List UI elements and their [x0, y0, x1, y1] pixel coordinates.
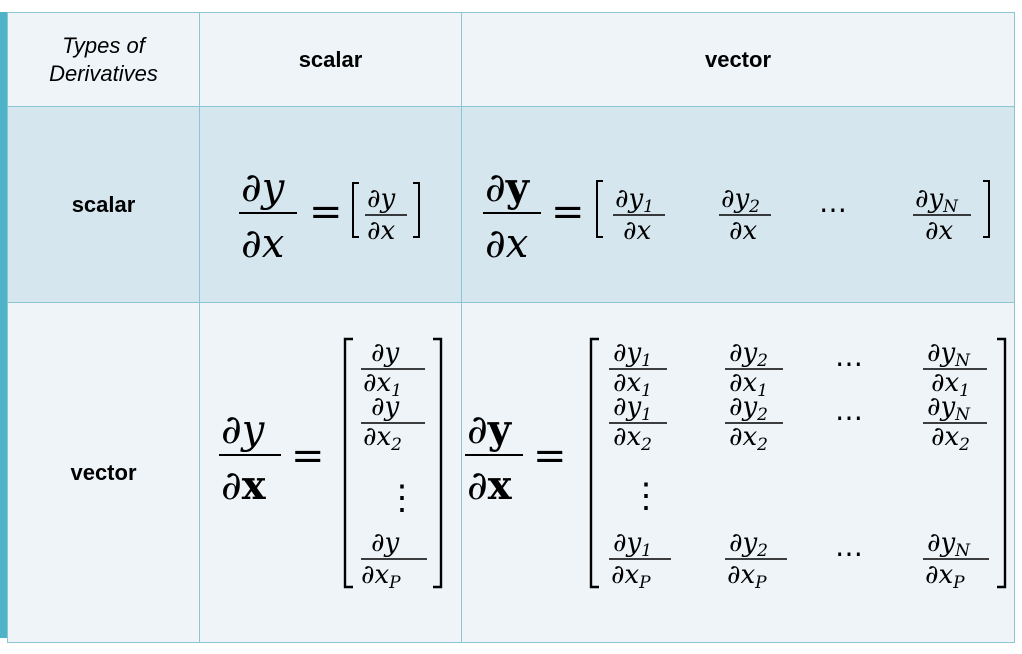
- svg-text:=: =: [309, 189, 343, 235]
- svg-text:∂x1: ∂x1: [613, 368, 652, 401]
- svg-text:∂yN: ∂yN: [927, 392, 971, 425]
- svg-text:∂x1: ∂x1: [729, 368, 768, 401]
- svg-text:∂yN: ∂yN: [927, 528, 971, 561]
- svg-text:∂x: ∂x: [729, 216, 757, 246]
- formula-scalar-scalar: ∂y ∂x = ∂y ∂x: [199, 106, 462, 303]
- svg-text:⋯: ⋯: [835, 537, 863, 570]
- column-header-vector: vector: [461, 12, 1015, 107]
- column-header-vector-label: vector: [704, 46, 772, 72]
- svg-text:⋯: ⋯: [835, 347, 863, 380]
- formula-scalar-vector-svg: ∂y ∂x = ∂y ∂x1 ∂y ∂x2 ⋮ ∂y ∂xP: [218, 337, 442, 593]
- formula-vector-vector-svg: ∂y ∂x = ∂y1 ∂x1 ∂y2 ∂x1 ⋯ ∂yN: [465, 337, 1007, 593]
- svg-text:=: =: [551, 189, 585, 235]
- svg-text:∂xP: ∂xP: [361, 560, 401, 593]
- row-header-scalar: scalar: [7, 106, 200, 303]
- svg-text:∂y2: ∂y2: [729, 392, 768, 425]
- svg-text:∂xP: ∂xP: [727, 560, 767, 593]
- row-header-vector-label: vector: [70, 459, 137, 485]
- svg-text:∂x: ∂x: [925, 216, 953, 246]
- svg-text:∂y1: ∂y1: [613, 392, 652, 425]
- derivatives-table: Types of Derivatives scalar vector scala…: [7, 12, 1015, 643]
- svg-text:∂x1: ∂x1: [363, 368, 402, 401]
- svg-text:∂y: ∂y: [241, 165, 286, 211]
- svg-text:∂y2: ∂y2: [721, 184, 760, 217]
- svg-text:∂x: ∂x: [241, 221, 284, 267]
- row-header-vector: vector: [7, 302, 200, 643]
- row-header-scalar-label: scalar: [71, 191, 136, 217]
- svg-text:⋮: ⋮: [385, 478, 419, 518]
- svg-text:∂y2: ∂y2: [729, 338, 768, 371]
- svg-text:=: =: [533, 433, 567, 479]
- svg-text:∂y1: ∂y1: [613, 528, 652, 561]
- svg-text:∂y: ∂y: [485, 164, 531, 211]
- svg-text:∂x: ∂x: [221, 462, 267, 509]
- svg-text:∂y: ∂y: [371, 528, 399, 558]
- formula-vector-scalar-svg: ∂y ∂x = ∂y1 ∂x ∂y2 ∂x ⋯: [483, 164, 990, 267]
- formula-vector-scalar: ∂y ∂x = ∂y1 ∂x ∂y2 ∂x ⋯: [461, 106, 1015, 303]
- svg-text:∂y: ∂y: [221, 407, 266, 453]
- svg-text:∂y: ∂y: [371, 338, 399, 368]
- svg-text:∂x2: ∂x2: [931, 422, 970, 455]
- svg-text:⋮: ⋮: [629, 476, 663, 516]
- svg-text:∂x1: ∂x1: [931, 368, 970, 401]
- svg-text:∂y: ∂y: [367, 184, 395, 214]
- svg-text:⋯: ⋯: [835, 401, 863, 434]
- corner-label-line1: Types of: [62, 32, 145, 58]
- svg-text:∂x2: ∂x2: [613, 422, 652, 455]
- row-scalar: scalar ∂y ∂x = ∂y ∂x: [7, 106, 1015, 303]
- svg-text:∂x2: ∂x2: [363, 422, 402, 455]
- svg-text:∂y: ∂y: [467, 406, 513, 453]
- svg-text:⋯: ⋯: [819, 193, 847, 226]
- svg-text:∂xP: ∂xP: [925, 560, 965, 593]
- svg-text:∂x: ∂x: [367, 216, 395, 246]
- corner-label-line2: Derivatives: [49, 60, 158, 86]
- column-header-scalar-label: scalar: [298, 46, 363, 72]
- svg-text:=: =: [291, 433, 325, 479]
- svg-text:∂x2: ∂x2: [729, 422, 768, 455]
- left-accent-bar: [0, 12, 7, 638]
- corner-header: Types of Derivatives: [7, 12, 200, 107]
- svg-text:∂yN: ∂yN: [915, 184, 959, 217]
- formula-vector-vector: ∂y ∂x = ∂y1 ∂x1 ∂y2 ∂x1 ⋯ ∂yN: [461, 302, 1015, 643]
- svg-text:∂y1: ∂y1: [615, 184, 654, 217]
- row-vector: vector ∂y ∂x = ∂y ∂x1 ∂y ∂x2: [7, 302, 1015, 643]
- formula-scalar-vector: ∂y ∂x = ∂y ∂x1 ∂y ∂x2 ⋮ ∂y ∂xP: [199, 302, 462, 643]
- svg-text:∂yN: ∂yN: [927, 338, 971, 371]
- svg-text:∂y1: ∂y1: [613, 338, 652, 371]
- header-row: Types of Derivatives scalar vector: [7, 12, 1015, 107]
- svg-text:∂y: ∂y: [371, 392, 399, 422]
- svg-text:∂x: ∂x: [485, 221, 528, 267]
- svg-text:∂xP: ∂xP: [611, 560, 651, 593]
- formula-scalar-scalar-svg: ∂y ∂x = ∂y ∂x: [238, 165, 420, 267]
- svg-text:∂y2: ∂y2: [729, 528, 768, 561]
- column-header-scalar: scalar: [199, 12, 462, 107]
- svg-text:∂x: ∂x: [467, 462, 513, 509]
- svg-text:∂x: ∂x: [623, 216, 651, 246]
